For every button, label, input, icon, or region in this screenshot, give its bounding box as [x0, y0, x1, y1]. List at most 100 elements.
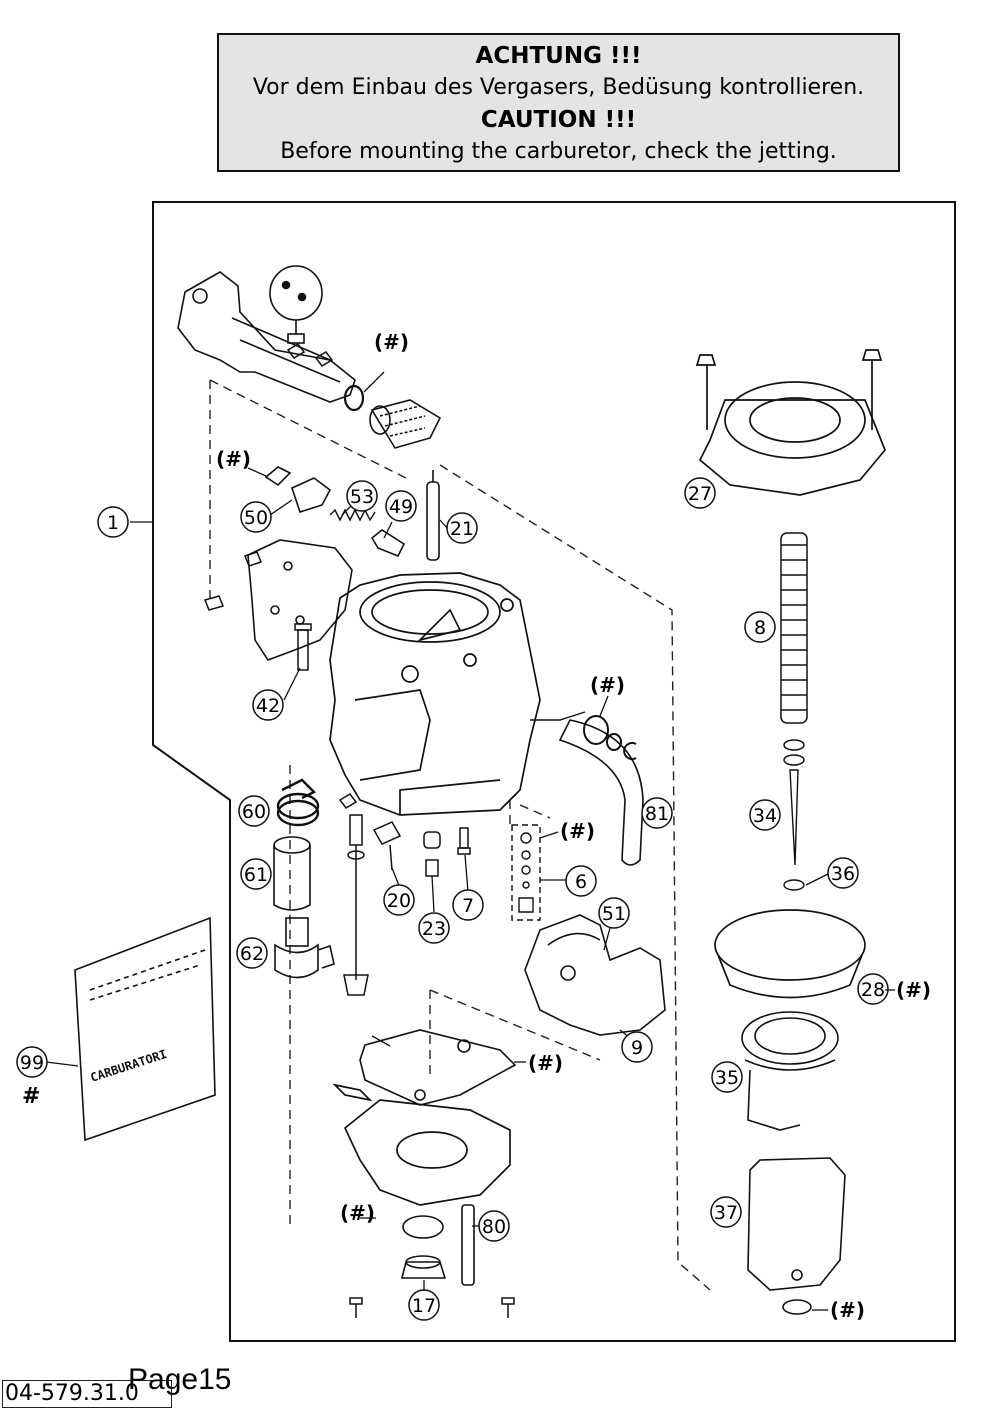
repair-kit-bag — [74, 916, 216, 1142]
callout-1: 1 — [97, 506, 129, 538]
side-cover-plate — [247, 539, 353, 661]
jet-stack-6 — [511, 824, 541, 921]
caution-text-en: Before mounting the carburetor, check th… — [280, 139, 837, 164]
bag-label: CARBURATORI — [89, 1047, 169, 1085]
tube-21 — [426, 470, 440, 561]
svg-text:51: 51 — [602, 903, 626, 925]
float-assembly-51 — [524, 914, 666, 1036]
callout-8: 8 — [744, 611, 776, 643]
callout-35: 35 — [711, 1061, 743, 1093]
svg-text:81: 81 — [645, 803, 669, 825]
svg-text:53: 53 — [350, 486, 374, 508]
svg-text:8: 8 — [754, 617, 766, 639]
caution-title-en: CAUTION !!! — [480, 107, 637, 133]
callout-23: 23 — [418, 912, 450, 944]
diaphragm-disc — [269, 265, 323, 344]
carburetor-body — [329, 572, 541, 816]
hash-marker-oring: (#) — [340, 1201, 375, 1225]
caution-title-de: ACHTUNG !!! — [475, 43, 642, 69]
spring-53 — [329, 508, 376, 522]
callout-7: 7 — [452, 889, 484, 921]
callout-20: 20 — [383, 884, 415, 916]
hose-81 — [558, 719, 644, 866]
small-screws-top — [286, 343, 334, 367]
svg-text:62: 62 — [240, 943, 264, 965]
hash-marker-top: (#) — [374, 330, 409, 354]
cover-37 — [747, 1157, 846, 1315]
o-ring-top — [343, 384, 365, 412]
idle-screw-column — [338, 793, 369, 996]
hash-marker-bottom: (#) — [830, 1298, 865, 1322]
svg-text:28: 28 — [861, 979, 885, 1001]
callout-61: 61 — [240, 858, 272, 890]
jet-50 — [264, 466, 332, 514]
svg-text:37: 37 — [714, 1202, 738, 1224]
callout-28: 28 — [857, 973, 889, 1005]
svg-text:49: 49 — [389, 496, 413, 518]
screw-42 — [294, 623, 312, 671]
float-bowl-body — [332, 1083, 511, 1206]
caution-box: ACHTUNG !!! Vor dem Einbau des Vergasers… — [217, 33, 900, 172]
hash-marker-washer: (#) — [590, 673, 625, 697]
callout-99: 99 — [16, 1046, 48, 1078]
assembly-frame — [152, 201, 956, 1342]
svg-text:80: 80 — [482, 1216, 506, 1238]
jet-20 — [372, 821, 402, 871]
clamp-60 — [276, 778, 320, 827]
washers-right — [583, 715, 637, 760]
svg-text:7: 7 — [462, 895, 474, 917]
needle-34 — [783, 769, 805, 891]
callout-36: 36 — [827, 857, 859, 889]
callout-27: 27 — [684, 477, 716, 509]
svg-text:42: 42 — [256, 695, 280, 717]
hash-note: # — [22, 1084, 41, 1109]
callout-62: 62 — [236, 937, 268, 969]
callout-34: 34 — [749, 799, 781, 831]
svg-text:23: 23 — [422, 918, 446, 940]
page-label: Page15 — [128, 1363, 232, 1396]
svg-text:17: 17 — [412, 1295, 436, 1317]
callout-53: 53 — [346, 480, 378, 512]
sleeve-61 — [273, 836, 311, 911]
filter-screen — [369, 399, 442, 449]
hash-marker-stack: (#) — [560, 819, 595, 843]
callout-81: 81 — [641, 797, 673, 829]
accelerator-pump-cover — [177, 271, 356, 403]
hash-marker-diaphragm: (#) — [896, 978, 931, 1002]
svg-text:34: 34 — [753, 805, 777, 827]
callout-50: 50 — [240, 501, 272, 533]
hash-marker-jet: (#) — [216, 447, 251, 471]
diaphragm-28 — [714, 909, 866, 999]
svg-text:20: 20 — [387, 890, 411, 912]
float-bowl-gasket — [359, 1029, 517, 1106]
svg-text:6: 6 — [575, 871, 587, 893]
bracket-line-right — [530, 711, 586, 721]
callout-49: 49 — [385, 490, 417, 522]
assembly-guide-lines — [209, 379, 711, 1291]
hash-marker-gasket: (#) — [528, 1051, 563, 1075]
svg-text:1: 1 — [107, 512, 119, 534]
tube-80 — [461, 1204, 475, 1286]
svg-text:60: 60 — [242, 801, 266, 823]
svg-text:36: 36 — [831, 863, 855, 885]
svg-text:35: 35 — [715, 1067, 739, 1089]
callout-6: 6 — [565, 865, 597, 897]
svg-text:61: 61 — [244, 864, 268, 886]
callout-17: 17 — [408, 1289, 440, 1321]
callout-21: 21 — [446, 512, 478, 544]
top-cap-27 — [695, 349, 886, 496]
adapter-62 — [274, 917, 335, 979]
callout-51: 51 — [598, 897, 630, 929]
callout-80: 80 — [478, 1210, 510, 1242]
callout-37: 37 — [710, 1196, 742, 1228]
jet-7 — [457, 827, 471, 855]
callout-9: 9 — [621, 1031, 653, 1063]
callout-60: 60 — [238, 795, 270, 827]
callout-42: 42 — [252, 689, 284, 721]
drain-plug-17 — [400, 1215, 447, 1279]
caution-text-de: Vor dem Einbau des Vergasers, Bedüsung k… — [252, 75, 865, 100]
svg-text:99: 99 — [20, 1052, 44, 1074]
svg-text:27: 27 — [688, 483, 712, 505]
bottom-screws — [349, 1297, 515, 1318]
